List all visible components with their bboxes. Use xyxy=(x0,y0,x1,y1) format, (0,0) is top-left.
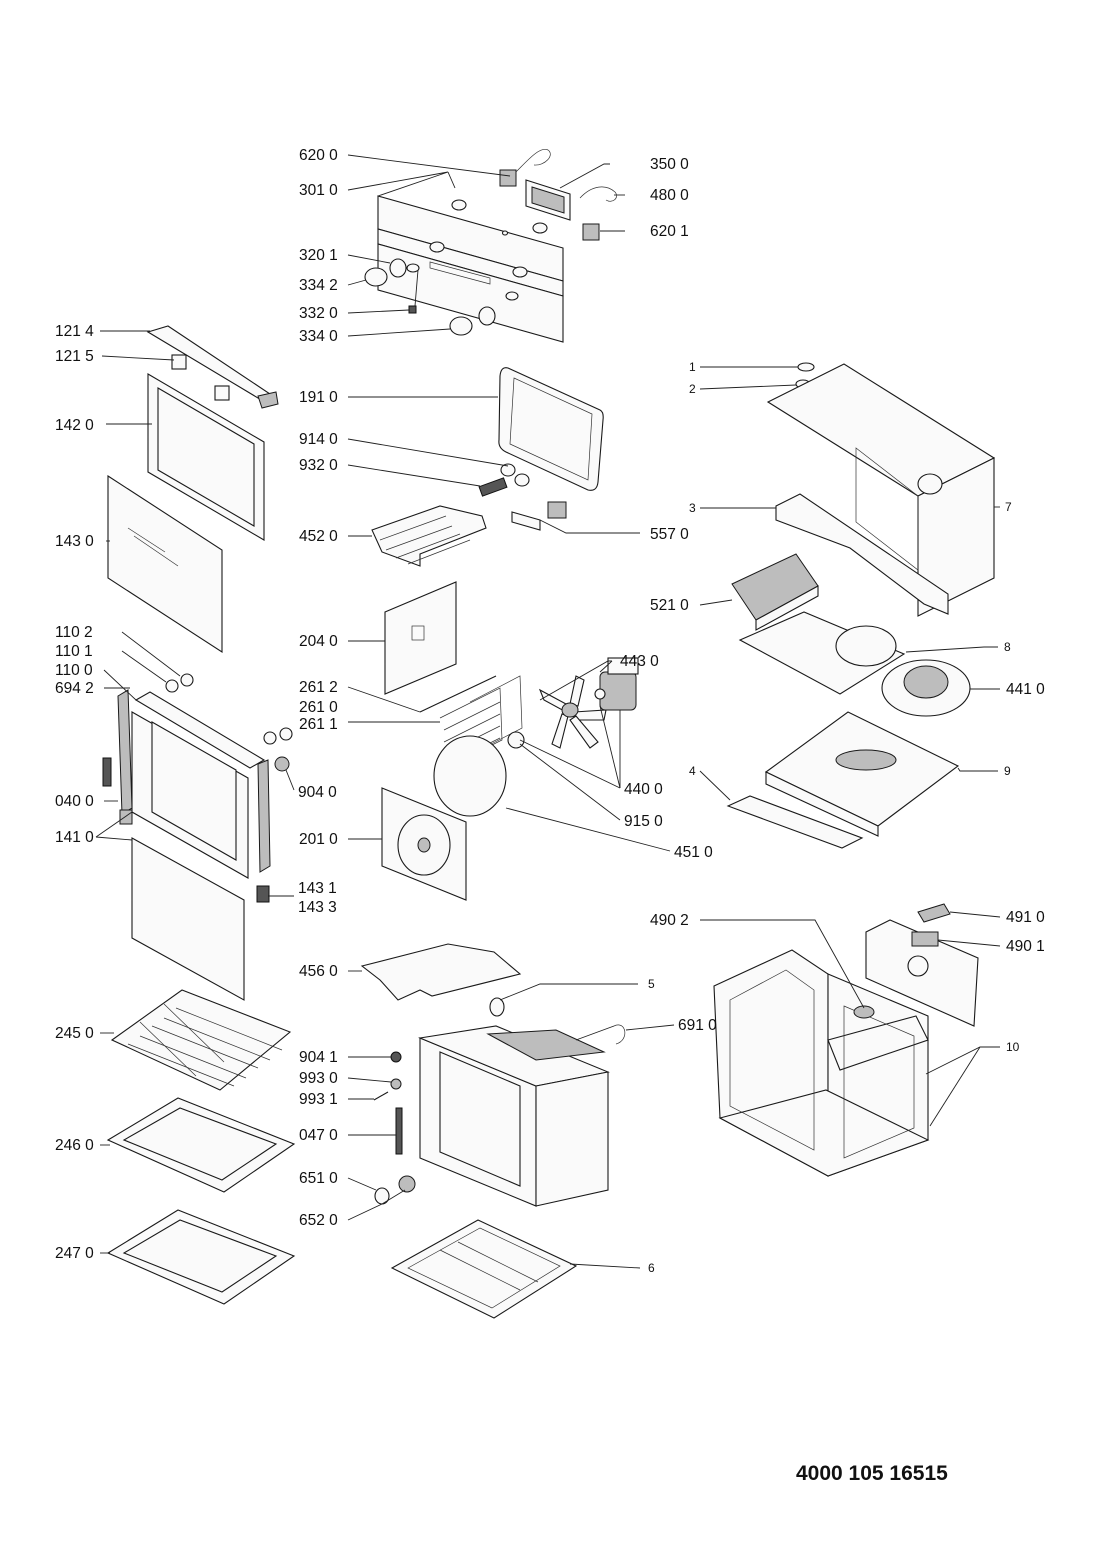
label-334-0: 334 0 xyxy=(299,328,338,345)
door-gasket xyxy=(498,367,604,491)
label-121-5: 121 5 xyxy=(55,348,94,365)
label-557-0: 557 0 xyxy=(650,526,689,543)
label-201-0: 201 0 xyxy=(299,831,338,848)
label-490-1: 490 1 xyxy=(1006,938,1045,955)
front-strip xyxy=(726,795,864,849)
label-441-0: 441 0 xyxy=(1006,681,1045,698)
label-443-0: 443 0 xyxy=(620,653,659,670)
label-694-2: 694 2 xyxy=(55,680,94,697)
door-hinge-right xyxy=(257,759,271,873)
label-480-0: 480 0 xyxy=(650,187,689,204)
door-lower-glass xyxy=(131,837,245,1001)
label-143-1: 143 1 xyxy=(298,880,337,897)
air-deflector xyxy=(738,611,906,695)
label-142-0: 142 0 xyxy=(55,417,94,434)
label-7: 7 xyxy=(1005,500,1012,514)
grill-element xyxy=(371,505,487,567)
door-glass xyxy=(107,474,223,654)
leader-lines xyxy=(95,154,1001,1269)
label-191-0: 191 0 xyxy=(299,389,338,406)
convection-fan xyxy=(538,675,607,749)
label-993-0: 993 0 xyxy=(299,1070,338,1087)
door-hinge-left xyxy=(117,689,133,815)
label-521-0: 521 0 xyxy=(650,597,689,614)
label-4: 4 xyxy=(689,764,696,778)
label-1: 1 xyxy=(689,360,696,374)
mounting-bracket xyxy=(775,493,949,615)
connector-490-1 xyxy=(911,931,939,947)
outer-casing xyxy=(713,949,930,1177)
label-110-2: 110 2 xyxy=(55,624,93,641)
label-141-0: 141 0 xyxy=(55,829,94,846)
label-620-0: 620 0 xyxy=(299,147,338,164)
label-040-0: 040 0 xyxy=(55,793,94,810)
label-110-0: 110 0 xyxy=(55,662,93,679)
rear-cover-panel xyxy=(384,581,457,695)
label-491-0: 491 0 xyxy=(1006,909,1045,926)
label-247-0: 247 0 xyxy=(55,1245,94,1262)
selector-switch-top xyxy=(499,169,517,187)
label-350-0: 350 0 xyxy=(650,156,689,173)
knob-334-0 xyxy=(449,316,473,336)
control-panel-group xyxy=(364,148,617,343)
cavity-components xyxy=(360,367,639,1319)
oven-cavity xyxy=(417,1025,610,1207)
label-143-0: 143 0 xyxy=(55,533,94,550)
label-932-0: 932 0 xyxy=(299,457,338,474)
label-332-0: 332 0 xyxy=(299,305,338,322)
document-number: 4000 105 16515 xyxy=(796,1462,948,1485)
label-320-1: 320 1 xyxy=(299,247,338,264)
label-047-0: 047 0 xyxy=(299,1127,338,1144)
label-8: 8 xyxy=(1004,640,1011,654)
label-261-2: 261 2 xyxy=(299,679,338,696)
ring-element xyxy=(433,735,507,817)
label-451-0: 451 0 xyxy=(674,844,713,861)
label-993-1: 993 1 xyxy=(299,1091,338,1108)
lamp-socket xyxy=(547,501,567,519)
label-301-0: 301 0 xyxy=(299,182,338,199)
door-group xyxy=(102,325,293,1001)
label-651-0: 651 0 xyxy=(299,1170,338,1187)
accessories-group xyxy=(106,989,296,1305)
label-10: 10 xyxy=(1006,1040,1020,1054)
terminal-block xyxy=(917,903,951,923)
label-246-0: 246 0 xyxy=(55,1137,94,1154)
knob-334-2 xyxy=(364,267,388,287)
label-904-0: 904 0 xyxy=(298,784,337,801)
label-245-0: 245 0 xyxy=(55,1025,94,1042)
label-620-1: 620 1 xyxy=(650,223,689,240)
label-904-1: 904 1 xyxy=(299,1049,338,1066)
label-261-0: 261 0 xyxy=(299,699,338,716)
door-top-bar xyxy=(134,691,266,769)
selector-switch-right xyxy=(582,223,600,241)
label-915-0: 915 0 xyxy=(624,813,663,830)
label-440-0: 440 0 xyxy=(624,781,663,798)
label-121-4: 121 4 xyxy=(55,323,94,340)
cavity-bottom xyxy=(390,1219,578,1319)
label-490-2: 490 2 xyxy=(650,912,689,929)
label-143-3: 143 3 xyxy=(298,899,337,916)
label-204-0: 204 0 xyxy=(299,633,338,650)
label-5: 5 xyxy=(648,977,655,991)
label-334-2: 334 2 xyxy=(299,277,338,294)
handle-bracket xyxy=(171,354,187,370)
label-9: 9 xyxy=(1004,764,1011,778)
callout-labels: 620 0 301 0 320 1 334 2 332 0 334 0 350 … xyxy=(55,147,1045,1275)
label-2: 2 xyxy=(689,382,696,396)
label-3: 3 xyxy=(689,501,696,515)
label-914-0: 914 0 xyxy=(299,431,338,448)
fan-motor xyxy=(594,657,639,711)
housing-group xyxy=(713,362,996,1177)
label-691-0: 691 0 xyxy=(678,1017,717,1034)
door-disc-110 xyxy=(180,673,194,687)
label-6: 6 xyxy=(648,1261,655,1275)
label-456-0: 456 0 xyxy=(299,963,338,980)
label-652-0: 652 0 xyxy=(299,1212,338,1229)
lower-element xyxy=(360,943,522,1001)
label-261-1: 261 1 xyxy=(299,716,338,733)
label-110-1: 110 1 xyxy=(55,643,93,660)
label-452-0: 452 0 xyxy=(299,528,338,545)
knob-320 xyxy=(389,258,407,278)
